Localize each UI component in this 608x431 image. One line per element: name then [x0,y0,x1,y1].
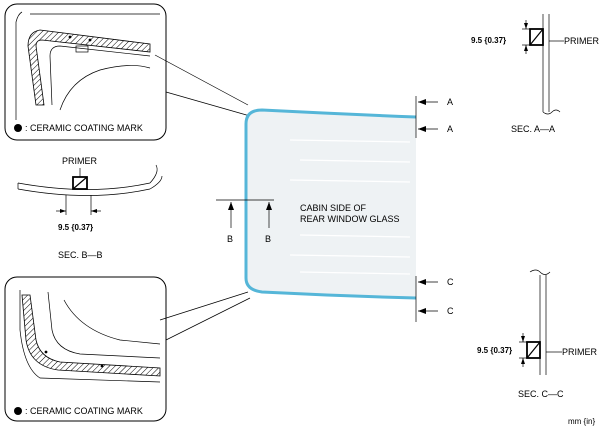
callout-leader-line [165,297,251,341]
cabin-side-label-line2: REAR WINDOW GLASS [300,214,400,224]
dimension-label: 9.5 {0.37} [58,223,93,232]
rear-window-glass [244,108,417,300]
section-bb-title: SEC. B—B [58,250,103,260]
section-c-label: C [447,277,454,287]
detail-callout-bottom: : CERAMIC COATING MARK [4,276,167,422]
section-bb-detail: PRIMER 9.5 {0.37} SEC. B—B [17,156,163,260]
ceramic-mark-legend-label: : CERAMIC COATING MARK [25,123,143,133]
glass-edge-outline [244,108,417,300]
section-aa-title: SEC. A—A [511,124,555,134]
section-b-label: B [227,234,233,244]
section-cc-title: SEC. C—C [518,389,564,399]
dimension-label: 9.5 {0.37} [477,346,512,355]
callout-leader-line [165,91,251,117]
units-label: mm {in} [568,417,595,426]
detail-callout-top: : CERAMIC COATING MARK [4,3,167,141]
primer-label: PRIMER [562,347,598,357]
ceramic-mark-dot [68,35,72,39]
section-aa-detail: PRIMER 9.5 {0.37} SEC. A—A [471,14,600,134]
cabin-side-label: CABIN SIDE OF [300,203,367,213]
ceramic-mark-legend-dot [14,124,22,132]
section-c-marker: C C [415,276,454,322]
section-a-marker: A A [415,96,453,138]
primer-label: PRIMER [564,36,600,46]
section-b-label: B [265,234,271,244]
section-c-label: C [447,306,454,316]
section-b-marker: B B [216,199,274,244]
defroster-lines [289,139,411,275]
callout-leader-line [159,291,249,321]
section-a-label: A [447,124,453,134]
dimension-label: 9.5 {0.37} [471,36,506,45]
section-a-label: A [447,97,453,107]
ceramic-mark-legend-dot [14,407,22,415]
ceramic-mark-dot [100,364,104,368]
primer-label: PRIMER [62,156,98,166]
callout-leader-line [154,54,249,106]
ceramic-mark-dot [88,38,92,42]
section-cc-detail: PRIMER 9.5 {0.37} SEC. C—C [477,269,598,399]
ceramic-mark-dot [44,350,48,354]
ceramic-mark-legend-label: : CERAMIC COATING MARK [25,406,143,416]
